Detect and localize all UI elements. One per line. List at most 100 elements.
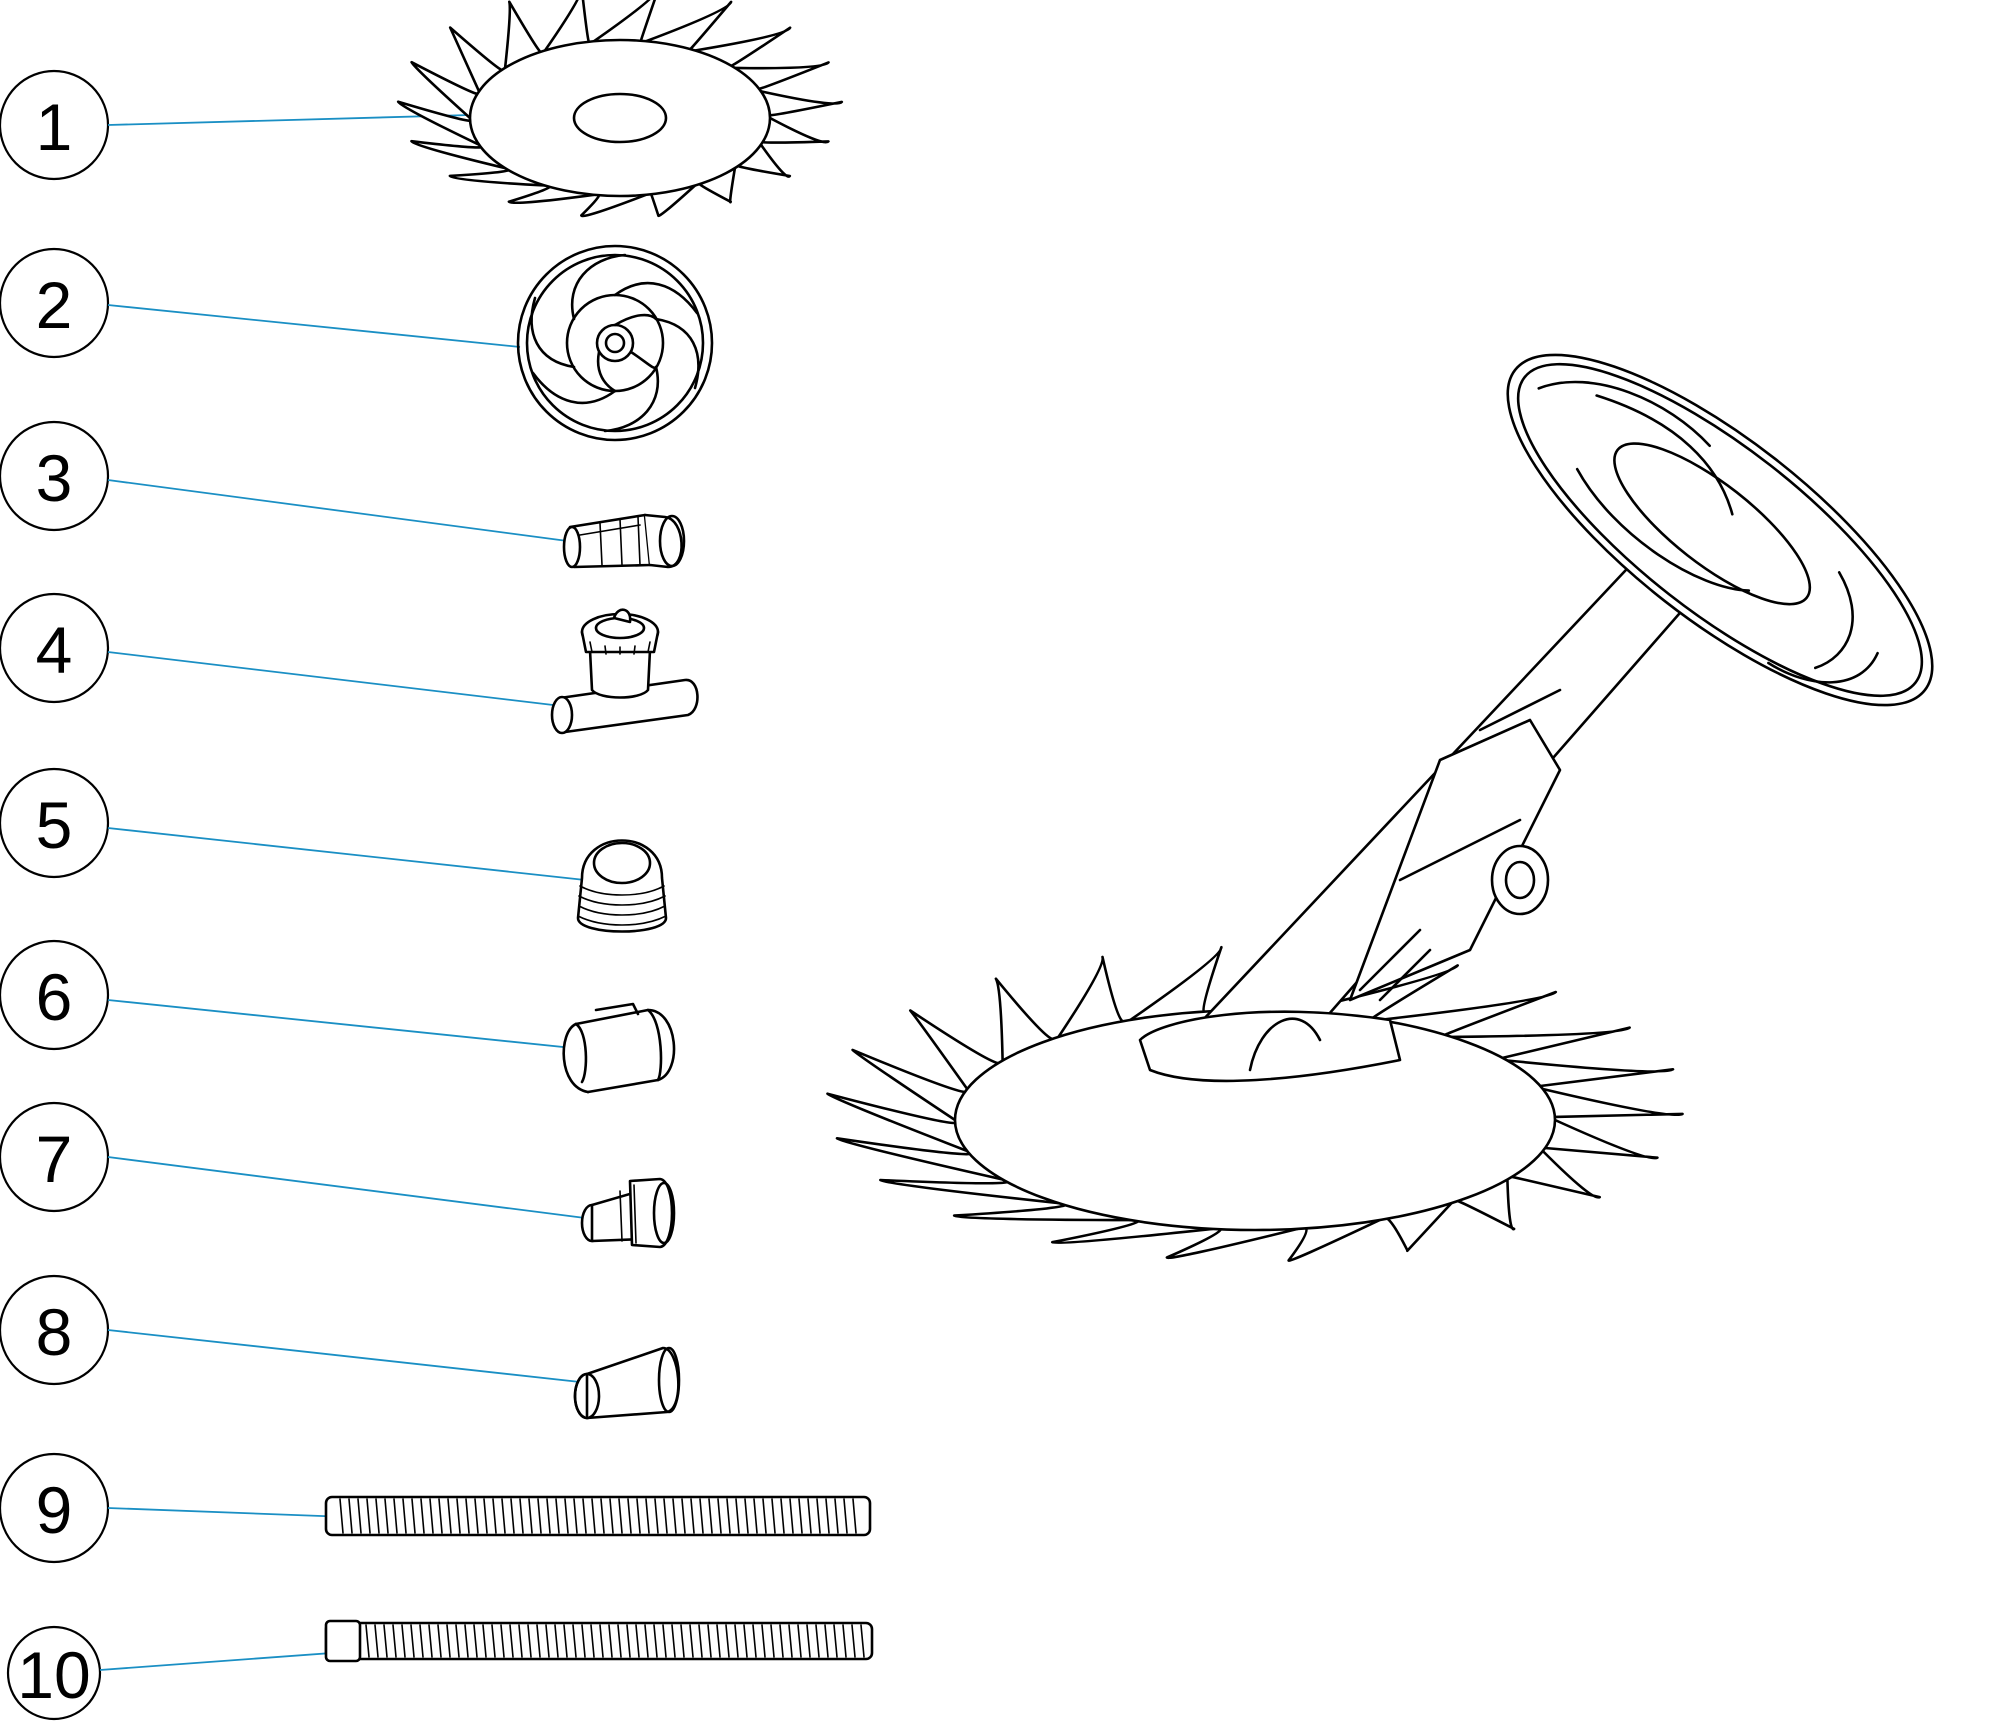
hose-rib [626,1624,631,1658]
leader-line-4 [107,651,596,711]
hose-rib [563,1624,568,1658]
hose-rib [671,1624,676,1658]
callout-number-9: 9 [36,1473,73,1547]
callout-8: 8 [0,1274,581,1386]
hose-rib [537,1498,542,1534]
leader-line-3 [107,479,576,543]
hose-with-cuff-icon [324,1619,874,1663]
hose-rib [699,1498,704,1534]
hose-rib [833,1624,838,1658]
hose-rib [680,1624,685,1658]
turbine-blade [835,1137,1004,1181]
hose-rib [806,1624,811,1658]
hose-rib [644,1624,649,1658]
hose-rib [662,1624,667,1658]
hose-rib [735,1498,740,1534]
hose-rib [392,1624,397,1658]
hose-rib [591,1498,596,1534]
callout-7: 7 [0,1101,586,1219]
hose-rib [707,1624,712,1658]
turbine-blade [994,977,1054,1062]
hose-rib [744,1498,749,1534]
hose-rib [825,1498,830,1534]
hose-rib [798,1498,803,1534]
hose-clip-icon [562,1002,676,1094]
turbine-blade [1165,1227,1299,1260]
callout-3: 3 [0,420,576,543]
hose-rib [573,1498,578,1534]
bumper-wheel-icon [516,244,714,442]
hose-rib [383,1624,388,1658]
hose-rib [546,1498,551,1534]
callout-number-2: 2 [36,268,73,342]
plug-cap-icon [576,839,668,933]
turbine-blade [644,0,733,51]
turbine-blade [733,61,830,91]
hose-rib [852,1498,857,1534]
hose-rib [456,1498,461,1534]
hose-rib [483,1498,488,1534]
hose-rib [689,1624,694,1658]
hose-rib [375,1498,380,1534]
callout-number-4: 4 [36,613,73,687]
hose-rib [654,1498,659,1534]
hose-rib [464,1624,469,1658]
hose-rib [419,1624,424,1658]
hose-rib [779,1624,784,1658]
hose-rib [501,1498,506,1534]
hose-rib [762,1498,767,1534]
hose-rib [770,1624,775,1658]
turbine-blade [592,0,657,43]
hose-rib [446,1624,451,1658]
hose-rib [690,1498,695,1534]
turbine-blade [580,193,648,218]
hose-rib [843,1498,848,1534]
regulator-valve-icon [550,608,699,735]
hose-rib [384,1498,389,1534]
turbine-blade [1378,990,1558,1037]
hose-rib [366,1498,371,1534]
hose-rib [788,1624,793,1658]
hose-rib [609,1498,614,1534]
turbine-blade [1456,1178,1516,1231]
hose-rib [572,1624,577,1658]
hose-rib [401,1624,406,1658]
turbine-blade [698,166,737,204]
hose-rib [663,1498,668,1534]
hose-rib [743,1624,748,1658]
hose-rib [437,1624,442,1658]
hose-rib [608,1624,613,1658]
hose-rib [815,1624,820,1658]
callout-number-1: 1 [36,90,73,164]
hose-rib [726,1498,731,1534]
adapter-fitting-icon [580,1177,676,1249]
hose-rib [393,1498,398,1534]
turbine-blade [1543,1118,1659,1160]
hose-rib [339,1498,344,1534]
turbine-blade [952,1203,1132,1222]
hose-rib [752,1624,757,1658]
turbine-blade [1287,1218,1381,1262]
hose-rib [429,1498,434,1534]
hose-rib [636,1498,641,1534]
hose-rib [491,1624,496,1658]
hose-rib [797,1624,802,1658]
callout-number-6: 6 [36,960,73,1034]
callout-6: 6 [0,939,593,1051]
hose-rib [365,1624,370,1658]
hose-rib [527,1624,532,1658]
hose-rib [455,1624,460,1658]
hose-rib [617,1624,622,1658]
hose-rib [564,1498,569,1534]
hose-rib [473,1624,478,1658]
hose-rib [698,1624,703,1658]
callout-number-10: 10 [17,1638,90,1712]
hose-section-icon [324,1495,872,1537]
hose-rib [447,1498,452,1534]
turbine-disc-icon [396,0,844,218]
hose-rib [600,1498,605,1534]
hose-rib [545,1624,550,1658]
hose-rib [519,1498,524,1534]
turbine-blade [826,1092,969,1153]
